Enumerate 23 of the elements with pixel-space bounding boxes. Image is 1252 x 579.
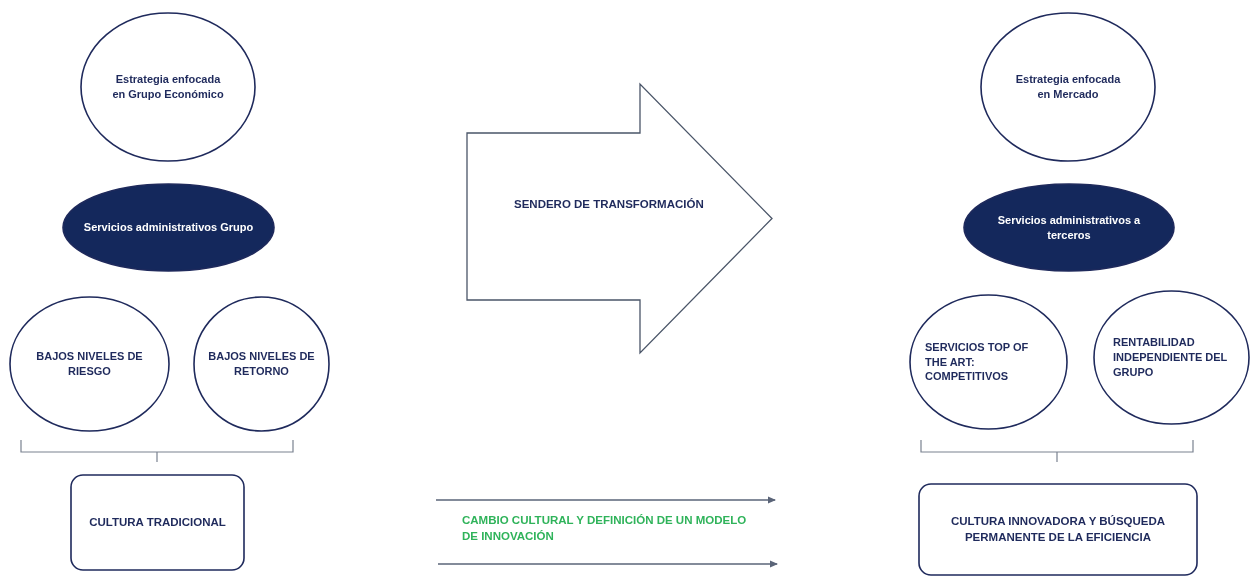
node-text: Estrategia enfocada en Mercado: [1014, 72, 1122, 102]
block-arrow: [466, 83, 773, 354]
node-text: RENTABILIDAD INDEPENDIENTE DEL GRUPO: [1113, 335, 1229, 380]
circle-node: [909, 294, 1068, 430]
circle-node: [1093, 290, 1250, 425]
strategy-ellipse: [980, 12, 1156, 162]
culture-box: [70, 474, 245, 571]
node-text: Servicios administrativos Grupo: [83, 220, 254, 235]
services-ellipse: [963, 183, 1175, 272]
node-text: BAJOS NIVELES DE RETORNO: [207, 349, 316, 379]
node-text: Servicios administrativos a terceros: [996, 212, 1142, 243]
node-text: BAJOS NIVELES DE RIESGO: [35, 349, 144, 379]
circle-node: [9, 296, 170, 432]
node-text: Estrategia enfocada en Grupo Económico: [111, 72, 225, 102]
node-text: SERVICIOS TOP OF THE ART: COMPETITIVOS: [925, 339, 1030, 385]
node-text: CULTURA TRADICIONAL: [89, 514, 226, 530]
transition-note: CAMBIO CULTURAL Y DEFINICIÓN DE UN MODELO DE INNOVACIÓN: [462, 513, 748, 545]
culture-box: [918, 483, 1198, 576]
strategy-ellipse: [80, 12, 256, 162]
services-ellipse: [62, 183, 275, 272]
circle-node: [193, 296, 330, 432]
node-text: CULTURA INNOVADORA Y BÚSQUEDA PERMANENTE DE LA EFICIENCIA: [949, 514, 1167, 545]
node-text: SENDERO DE TRANSFORMACIÓN: [514, 196, 704, 212]
